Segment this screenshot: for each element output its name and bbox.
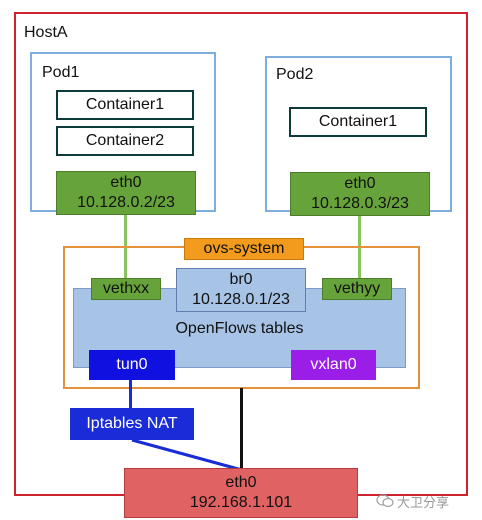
host-eth0-name: eth0 xyxy=(225,474,257,491)
host-eth0-ip: 192.168.1.101 xyxy=(189,494,293,511)
tun0-port: tun0 xyxy=(89,350,175,380)
watermark-text: 大卫分享 xyxy=(397,494,450,510)
iptables-nat: Iptables NAT xyxy=(70,408,194,440)
br0-ip: 10.128.0.1/23 xyxy=(192,291,290,308)
pod1-eth0-name: eth0 xyxy=(110,174,142,191)
ovs-system-label: ovs-system xyxy=(184,238,304,260)
pod2-container1: Container1 xyxy=(289,107,427,137)
br0-bridge: br0 10.128.0.1/23 xyxy=(176,268,306,312)
pod2-eth0-name: eth0 xyxy=(344,175,376,192)
pod1-container1: Container1 xyxy=(56,90,194,120)
openflows-tables-label: OpenFlows tables xyxy=(175,320,304,337)
pod2-eth0: eth0 10.128.0.3/23 xyxy=(290,172,430,216)
watermark: 大卫分享 xyxy=(376,488,476,514)
tun0-iptables-link xyxy=(129,380,132,410)
pod2-eth0-ip: 10.128.0.3/23 xyxy=(311,195,409,212)
br0-name: br0 xyxy=(229,271,253,288)
vxlan0-port: vxlan0 xyxy=(291,350,376,380)
vethyy-port: vethyy xyxy=(322,278,392,300)
pod1-container2: Container2 xyxy=(56,126,194,156)
pod1-eth0-ip: 10.128.0.2/23 xyxy=(77,194,175,211)
vethxx-port: vethxx xyxy=(91,278,161,300)
pod1-label: Pod1 xyxy=(42,64,80,81)
pod2-label: Pod2 xyxy=(276,66,314,83)
host-label: HostA xyxy=(24,24,68,41)
host-eth0: eth0 192.168.1.101 xyxy=(124,468,358,518)
chat-bubbles-icon xyxy=(376,494,394,508)
pod1-eth0: eth0 10.128.0.2/23 xyxy=(56,171,196,215)
ovs-host-eth-link xyxy=(240,388,243,470)
